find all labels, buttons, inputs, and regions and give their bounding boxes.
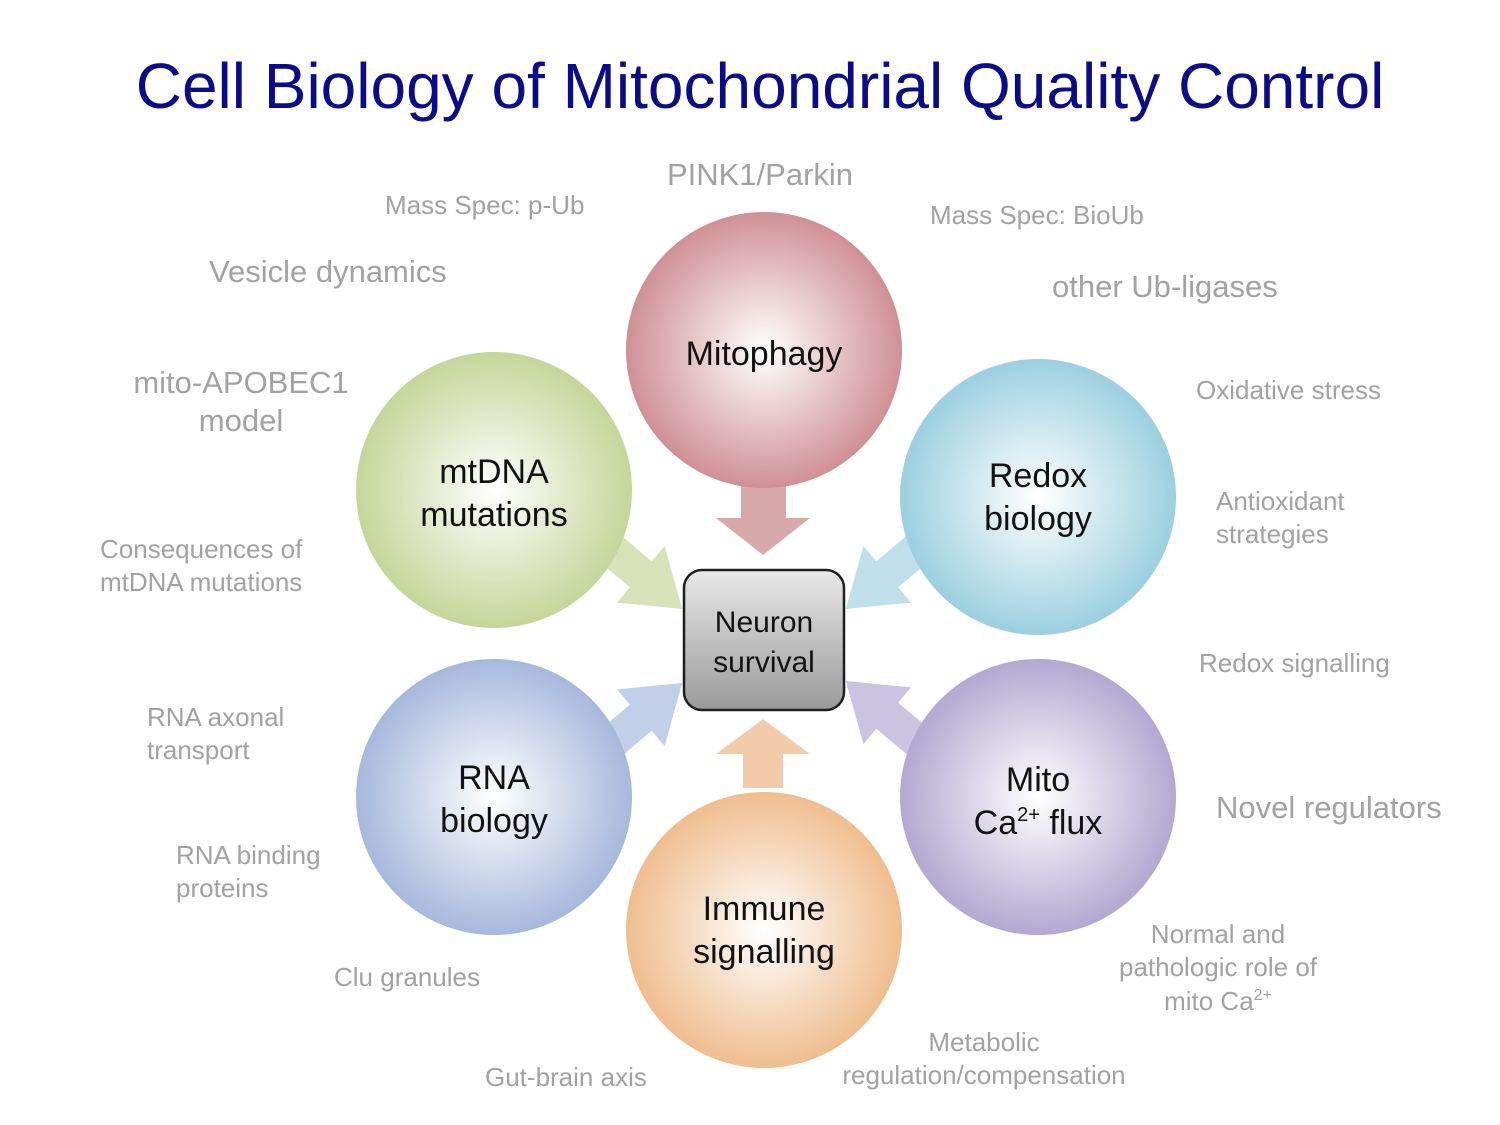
peripheral-labels: PINK1/Parkin Mass Spec: p-Ub Mass Spec: …: [100, 157, 1442, 1092]
label-conseq-line2: mtDNA mutations: [100, 567, 302, 597]
label-normal-line2: pathologic role of: [1119, 952, 1318, 982]
immune-label-line1: Immune: [703, 890, 826, 928]
circle-immune: Immune signalling: [626, 792, 902, 1068]
label-novel: Novel regulators: [1216, 790, 1442, 825]
calcium-label-line2: Ca2+ flux: [974, 804, 1103, 842]
label-normal-line3: mito Ca2+: [1164, 986, 1272, 1016]
label-antiox-line2: strategies: [1216, 519, 1329, 549]
label-antiox-line1: Antioxidant: [1216, 486, 1345, 516]
center-label-line1: Neuron: [715, 606, 813, 639]
label-metabolic-line2: regulation/compensation: [842, 1060, 1125, 1090]
mtdna-label-line1: mtDNA: [439, 453, 549, 491]
label-ms-bioub: Mass Spec: BioUb: [930, 200, 1144, 230]
arrow-mitophagy: [716, 482, 810, 555]
redox-label-line2: biology: [984, 500, 1092, 538]
label-redox-signalling: Redox signalling: [1199, 648, 1390, 678]
label-vesicle: Vesicle dynamics: [209, 254, 447, 289]
label-apobec-line1: mito-APOBEC1: [133, 365, 348, 400]
circle-rna: RNA biology: [356, 659, 632, 935]
label-oxidative: Oxidative stress: [1196, 375, 1381, 405]
label-metabolic-line1: Metabolic: [928, 1027, 1039, 1057]
label-ms-pub: Mass Spec: p-Ub: [385, 190, 584, 220]
page-title: Cell Biology of Mitochondrial Quality Co…: [136, 50, 1385, 122]
label-conseq-line1: Consequences of: [100, 534, 303, 564]
arrow-redox: [845, 535, 929, 609]
calcium-label-line1: Mito: [1006, 761, 1070, 799]
arrows: [599, 482, 929, 788]
arrow-immune: [716, 719, 810, 788]
label-pink1: PINK1/Parkin: [667, 157, 853, 192]
mitophagy-label: Mitophagy: [686, 335, 843, 373]
label-rna-axonal-line1: RNA axonal: [147, 702, 284, 732]
circle-mtdna: mtDNA mutations: [356, 352, 632, 628]
label-rbp-line2: proteins: [176, 873, 269, 903]
label-clu: Clu granules: [334, 962, 480, 992]
mtdna-label-line2: mutations: [420, 496, 567, 534]
immune-label-line2: signalling: [693, 933, 835, 971]
circle-calcium: Mito Ca2+ flux: [900, 659, 1176, 935]
center-label-line2: survival: [713, 646, 815, 679]
label-apobec-line2: model: [199, 403, 283, 438]
circle-redox: Redox biology: [900, 359, 1176, 635]
label-other-ub: other Ub-ligases: [1052, 269, 1278, 304]
redox-label-line1: Redox: [989, 457, 1087, 495]
circle-mitophagy: Mitophagy: [626, 212, 902, 488]
label-normal-line1: Normal and: [1151, 919, 1285, 949]
label-rbp-line1: RNA binding: [176, 840, 321, 870]
rna-label-line2: biology: [440, 802, 548, 840]
center-box: Neuron survival: [682, 568, 846, 712]
arrow-rna: [599, 683, 683, 757]
rna-label-line1: RNA: [458, 759, 530, 797]
arrow-calcium: [845, 681, 929, 755]
label-rna-axonal-line2: transport: [147, 735, 250, 765]
label-gut: Gut-brain axis: [485, 1062, 647, 1092]
arrow-mtdna: [599, 535, 683, 609]
